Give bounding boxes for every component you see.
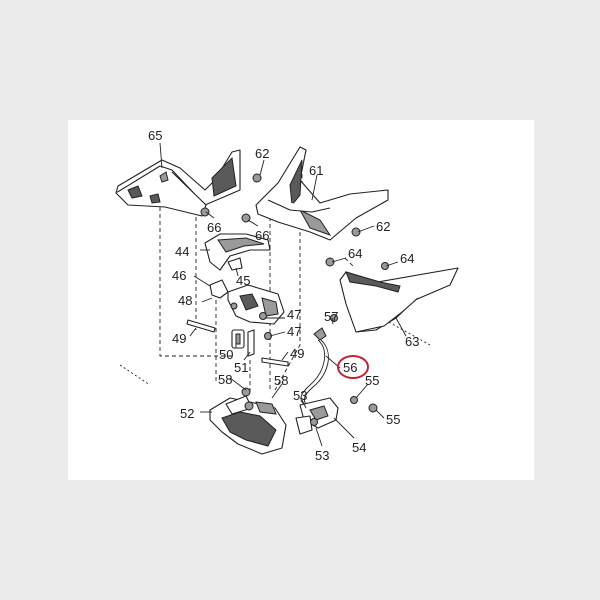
- part-center-bracket: [227, 284, 285, 325]
- guide-line: [159, 200, 232, 357]
- callout-46: 46: [172, 268, 186, 283]
- part-65-left-cover: [115, 149, 241, 217]
- guide-line: [119, 364, 151, 386]
- callout-45: 45: [236, 273, 250, 288]
- callout-58: 58: [218, 372, 232, 387]
- callout-61: 61: [309, 163, 323, 178]
- part-61-upper-panel: [255, 146, 389, 241]
- part-54-bracket: [295, 397, 339, 435]
- callout-64: 64: [400, 251, 414, 266]
- callout-63: 63: [405, 334, 419, 349]
- callout-58: 58: [274, 373, 288, 388]
- part-44-cover: [204, 233, 271, 271]
- callout-66: 66: [255, 228, 269, 243]
- callout-labels: 65 62 61 66 66 62 44 64 64 45 46 48 47 5…: [148, 128, 419, 463]
- callout-49: 49: [172, 331, 186, 346]
- part-52-lower-bracket: [209, 395, 287, 455]
- callout-44: 44: [175, 244, 189, 259]
- highlight-ring-56: [337, 355, 369, 379]
- part-56-57-cable: [300, 327, 329, 407]
- callout-64: 64: [348, 246, 362, 261]
- callout-49: 49: [290, 346, 304, 361]
- callout-66: 66: [207, 220, 221, 235]
- callout-56: 56: [343, 360, 357, 375]
- callout-62: 62: [376, 219, 390, 234]
- part-45: [227, 257, 243, 271]
- part-63-side-cover: [339, 267, 459, 333]
- part-50-51: [231, 329, 255, 357]
- callout-65: 65: [148, 128, 162, 143]
- callout-47: 47: [287, 307, 301, 322]
- leader-lines: [159, 142, 407, 447]
- callout-47: 47: [287, 324, 301, 339]
- callout-51: 51: [234, 360, 248, 375]
- fasteners: [200, 173, 389, 426]
- callout-53: 53: [293, 388, 307, 403]
- callout-52: 52: [180, 406, 194, 421]
- guide-line: [344, 257, 356, 269]
- part-46-bracket: [209, 279, 229, 299]
- callout-55: 55: [365, 373, 379, 388]
- callout-57: 57: [324, 309, 338, 324]
- callout-54: 54: [352, 440, 366, 455]
- callout-50: 50: [219, 347, 233, 362]
- guide-line: [274, 225, 301, 391]
- part-48-49-rods: [186, 319, 289, 367]
- callout-55: 55: [386, 412, 400, 427]
- callout-62: 62: [255, 146, 269, 161]
- callout-53: 53: [315, 448, 329, 463]
- callout-48: 48: [178, 293, 192, 308]
